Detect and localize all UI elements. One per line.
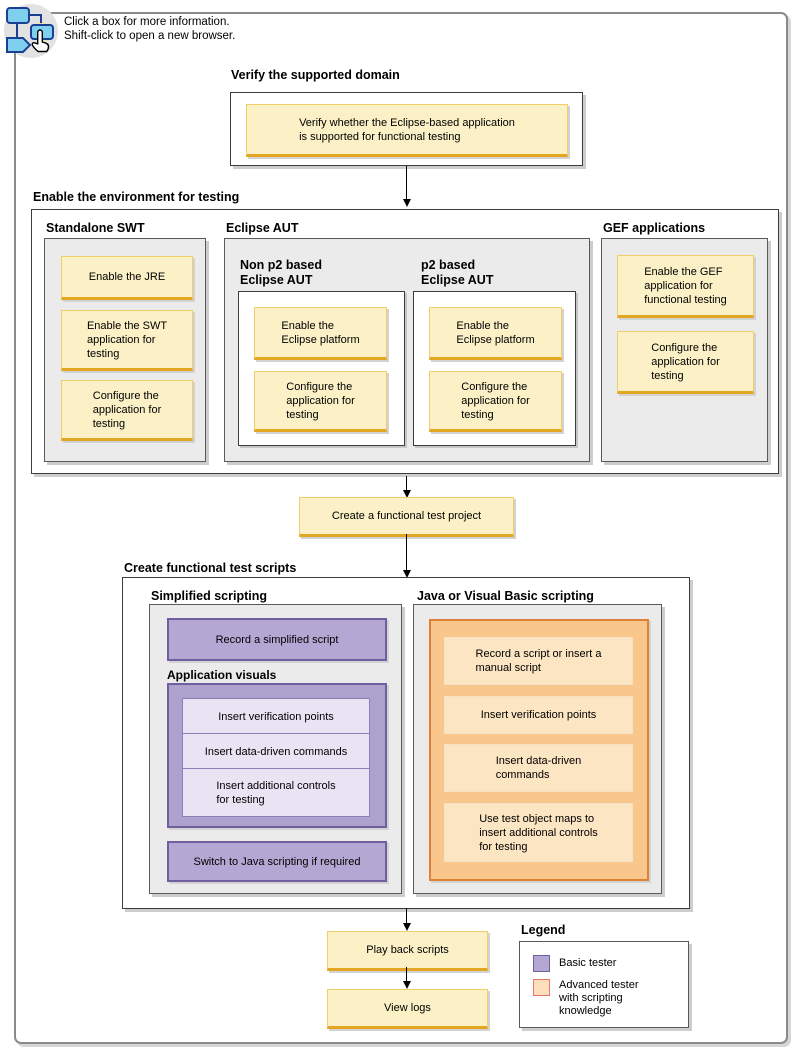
task-configure-swt-app[interactable]: Configure the application for testing <box>61 380 193 441</box>
legend-swatch-advanced-tester <box>533 979 550 996</box>
eclipse-aut-title: Eclipse AUT <box>226 221 299 235</box>
environment-section-title: Enable the environment for testing <box>33 190 240 204</box>
task-insert-data-driven-java[interactable]: Insert data-driven commands <box>444 744 633 792</box>
task-enable-swt-app[interactable]: Enable the SWT application for testing <box>61 310 193 371</box>
flow-arrow <box>402 908 411 931</box>
flowchart-decision-icon <box>6 37 32 53</box>
task-insert-verification-points-java[interactable]: Insert verification points <box>444 696 633 734</box>
scripts-section-title: Create functional test scripts <box>124 561 297 575</box>
task-enable-eclipse-platform-nonp2[interactable]: Enable the Eclipse platform <box>254 307 387 360</box>
java-vb-title: Java or Visual Basic scripting <box>417 589 594 603</box>
hand-cursor-icon <box>31 29 50 53</box>
task-enable-gef-app[interactable]: Enable the GEF application for functiona… <box>617 255 754 318</box>
gef-title: GEF applications <box>603 221 706 235</box>
task-view-logs[interactable]: View logs <box>327 989 488 1029</box>
instructions-note: Click a box for more information. Shift-… <box>64 16 236 42</box>
task-enable-eclipse-platform-p2[interactable]: Enable the Eclipse platform <box>429 307 562 360</box>
flow-arrow <box>402 534 411 578</box>
legend-label-basic-tester: Basic tester <box>559 957 617 969</box>
task-insert-data-driven-simplified[interactable]: Insert data-driven commands <box>182 733 370 771</box>
task-enable-jre[interactable]: Enable the JRE <box>61 256 193 300</box>
legend-label-advanced-tester: Advanced tester with scripting knowledge <box>559 979 639 1017</box>
legend-title: Legend <box>521 923 566 937</box>
application-visuals-title: Application visuals <box>167 668 277 682</box>
non-p2-title: Non p2 based Eclipse AUT <box>240 258 322 287</box>
standalone-swt-title: Standalone SWT <box>46 221 145 235</box>
task-switch-to-java[interactable]: Switch to Java scripting if required <box>167 841 387 882</box>
flow-arrow <box>402 166 411 207</box>
flow-arrow <box>402 476 411 498</box>
verify-section-title: Verify the supported domain <box>231 68 400 82</box>
p2-title: p2 based Eclipse AUT <box>421 258 494 287</box>
task-record-simplified-script[interactable]: Record a simplified script <box>167 618 387 661</box>
flow-arrow <box>402 967 411 989</box>
task-configure-app-nonp2[interactable]: Configure the application for testing <box>254 371 387 432</box>
task-create-test-project[interactable]: Create a functional test project <box>299 497 514 537</box>
task-play-back-scripts[interactable]: Play back scripts <box>327 931 488 971</box>
simplified-title: Simplified scripting <box>151 589 267 603</box>
clickable-diagram-icon <box>4 4 58 58</box>
task-record-script-or-manual[interactable]: Record a script or insert a manual scrip… <box>444 637 633 685</box>
task-verify-supported[interactable]: Verify whether the Eclipse-based applica… <box>246 104 568 157</box>
flowchart-node-icon <box>6 7 30 24</box>
legend-swatch-basic-tester <box>533 955 550 972</box>
task-insert-verification-points-simplified[interactable]: Insert verification points <box>182 698 370 736</box>
task-configure-app-p2[interactable]: Configure the application for testing <box>429 371 562 432</box>
task-use-test-object-maps[interactable]: Use test object maps to insert additiona… <box>444 803 633 862</box>
task-configure-gef-app[interactable]: Configure the application for testing <box>617 331 754 394</box>
task-insert-additional-controls-simplified[interactable]: Insert additional controls for testing <box>182 768 370 817</box>
